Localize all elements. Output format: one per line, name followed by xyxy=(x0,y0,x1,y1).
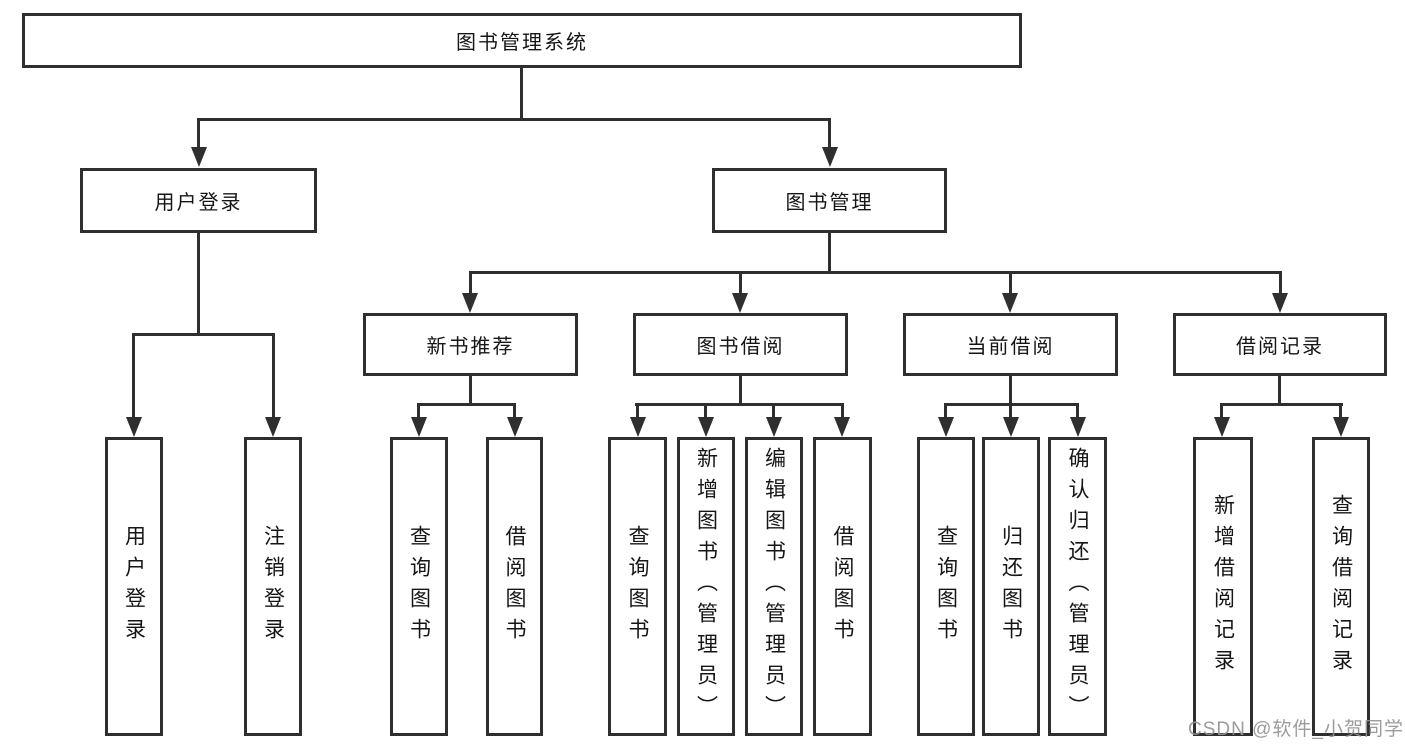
connector-line xyxy=(1076,403,1079,419)
node-query-books: 查询图书 xyxy=(917,437,975,736)
connector-line xyxy=(1009,376,1012,405)
connector-line xyxy=(513,403,516,419)
arrow-down-icon xyxy=(822,147,838,167)
connector-line xyxy=(1279,271,1282,295)
connector-line xyxy=(132,333,135,419)
connector-line xyxy=(1278,376,1281,405)
connector-line xyxy=(197,233,200,336)
connector-line xyxy=(469,376,472,405)
node-add-borrow-record: 新增借阅记录 xyxy=(1193,437,1253,736)
arrow-down-icon xyxy=(265,417,281,437)
node-book-management: 图书管理 xyxy=(712,168,947,233)
arrow-down-icon xyxy=(1272,293,1288,313)
node-logout: 注销登录 xyxy=(244,437,302,736)
connector-line xyxy=(1009,403,1012,419)
arrow-down-icon xyxy=(411,417,427,437)
node-query-books: 查询图书 xyxy=(608,437,667,736)
arrow-down-icon xyxy=(1003,417,1019,437)
node-query-borrow-record: 查询借阅记录 xyxy=(1312,437,1370,736)
connector-line xyxy=(469,271,1282,274)
connector-line xyxy=(197,118,831,121)
arrow-down-icon xyxy=(766,417,782,437)
arrow-down-icon xyxy=(732,293,748,313)
arrow-down-icon xyxy=(630,417,646,437)
arrow-down-icon xyxy=(834,417,850,437)
node-new-book-recommend: 新书推荐 xyxy=(363,313,578,376)
arrow-down-icon xyxy=(191,147,207,167)
connector-line xyxy=(1009,271,1012,295)
connector-line xyxy=(828,233,831,274)
arrow-down-icon xyxy=(462,293,478,313)
connector-line xyxy=(1220,403,1343,406)
connector-line xyxy=(636,403,639,419)
connector-line xyxy=(772,403,775,419)
arrow-down-icon xyxy=(698,417,714,437)
connector-line xyxy=(133,333,275,336)
node-confirm-return-admin: 确认归还（管理员） xyxy=(1048,437,1107,736)
connector-line xyxy=(841,403,844,419)
node-return-books: 归还图书 xyxy=(982,437,1040,736)
arrow-down-icon xyxy=(1214,417,1230,437)
node-user-login-action: 用户登录 xyxy=(105,437,163,736)
connector-line xyxy=(739,271,742,295)
connector-line xyxy=(520,68,523,120)
node-borrow-books: 借阅图书 xyxy=(486,437,543,736)
arrow-down-icon xyxy=(507,417,523,437)
node-borrow-records: 借阅记录 xyxy=(1173,313,1387,376)
connector-line xyxy=(1220,403,1223,419)
connector-line xyxy=(1339,403,1342,419)
arrow-down-icon xyxy=(1070,417,1086,437)
connector-line xyxy=(944,403,947,419)
connector-line xyxy=(417,403,420,419)
arrow-down-icon xyxy=(1002,293,1018,313)
connector-line xyxy=(635,403,844,406)
connector-line xyxy=(704,403,707,419)
node-borrow-books: 借阅图书 xyxy=(813,437,872,736)
connector-line xyxy=(272,333,275,419)
node-user-login: 用户登录 xyxy=(80,168,317,233)
arrow-down-icon xyxy=(1333,417,1349,437)
node-edit-books-admin: 编辑图书（管理员） xyxy=(745,437,803,736)
node-add-books-admin: 新增图书（管理员） xyxy=(677,437,735,736)
node-book-borrowing: 图书借阅 xyxy=(633,313,848,376)
watermark: CSDN @软件_小贺同学 xyxy=(1188,719,1404,740)
connector-line xyxy=(469,271,472,295)
arrow-down-icon xyxy=(938,417,954,437)
node-current-borrowing: 当前借阅 xyxy=(903,313,1118,376)
node-query-books: 查询图书 xyxy=(390,437,448,736)
node-library-system: 图书管理系统 xyxy=(22,13,1022,68)
connector-line xyxy=(197,118,200,150)
arrow-down-icon xyxy=(126,417,142,437)
connector-line xyxy=(417,403,516,406)
connector-line xyxy=(739,376,742,405)
connector-line xyxy=(828,118,831,150)
